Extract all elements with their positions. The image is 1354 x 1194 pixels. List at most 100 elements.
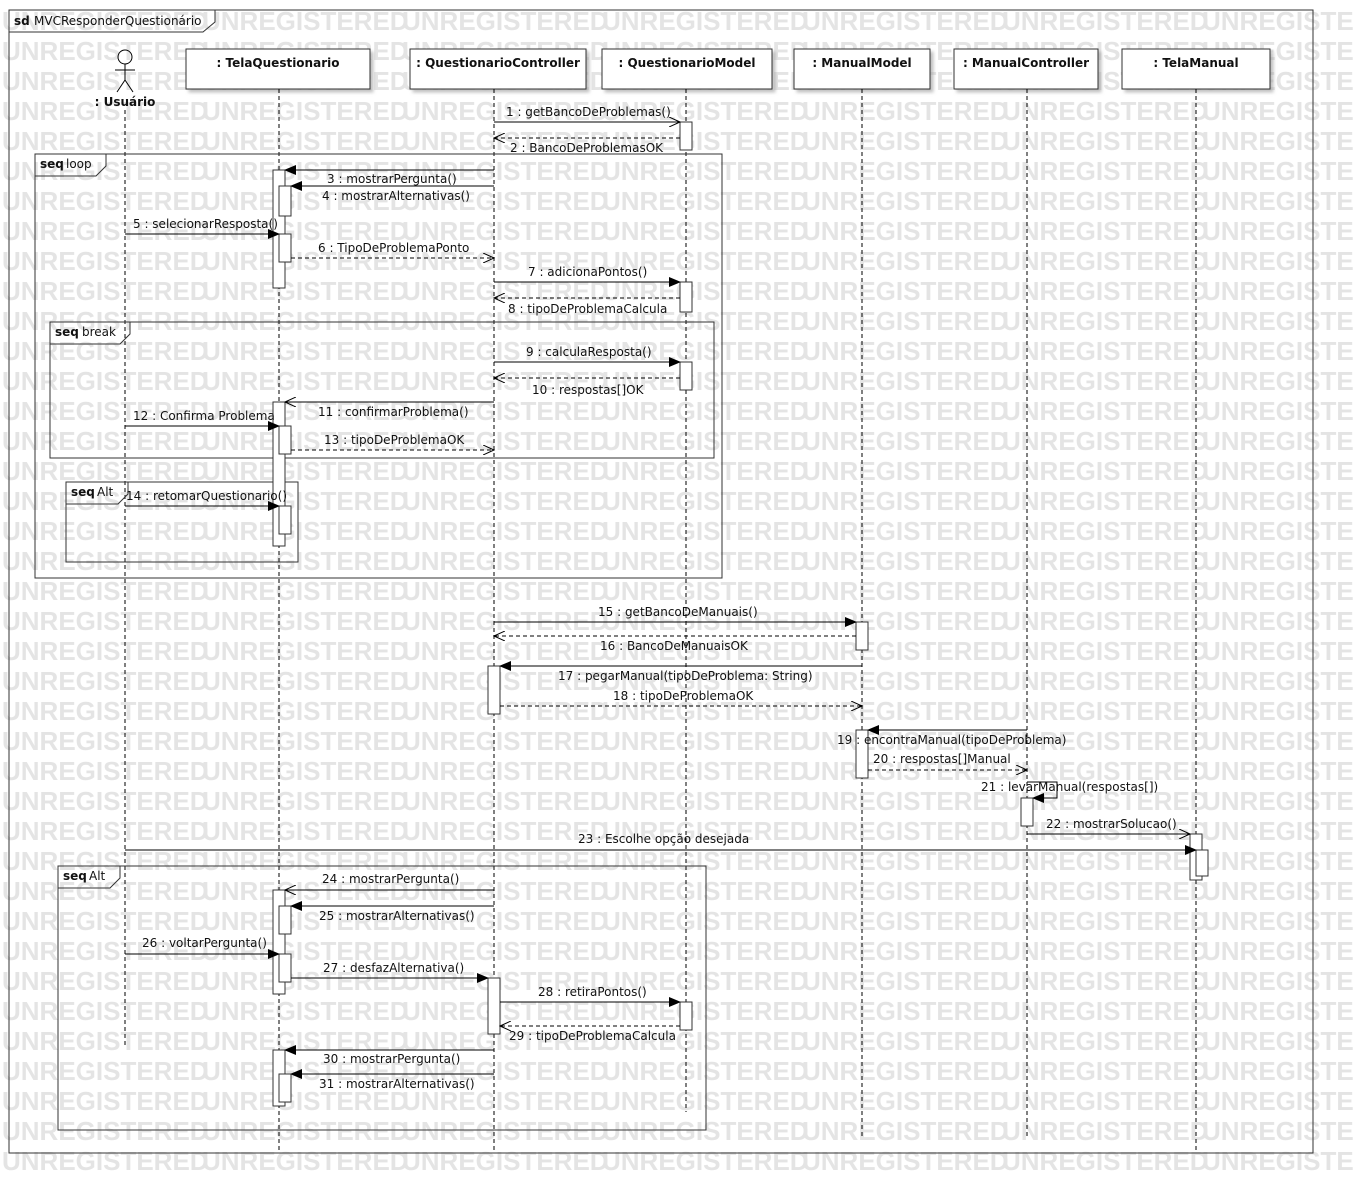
watermark-text: UNREGISTERED <box>2 846 209 876</box>
watermark-text: UNREGISTERED <box>1202 96 1354 126</box>
watermark-text: UNREGISTERED <box>402 306 609 336</box>
watermark-text: UNREGISTERED <box>602 816 809 846</box>
message-30: 30 : mostrarPergunta() <box>284 1045 494 1066</box>
message-label: 31 : mostrarAlternativas() <box>319 1077 475 1091</box>
activation-bar <box>278 185 292 217</box>
watermark-text: UNREGISTERED <box>602 786 809 816</box>
lifeline-questionario-controller[interactable]: : QuestionarioController <box>409 48 587 1150</box>
watermark-text: UNREGISTERED <box>202 606 409 636</box>
watermark-text: UNREGISTERED <box>602 876 809 906</box>
activation-bar <box>278 953 292 983</box>
frame-name: MVCResponderQuestionário <box>34 14 202 28</box>
lifeline-manual-controller[interactable]: : ManualController <box>953 48 1099 1138</box>
activation-bar <box>278 1073 292 1103</box>
watermark-text: UNREGISTERED <box>202 276 409 306</box>
message-label: 6 : TipoDeProblemaPonto <box>318 241 469 255</box>
watermark-text: UNREGISTERED <box>402 276 609 306</box>
watermark-text: UNREGISTERED <box>802 186 1009 216</box>
lifeline-tela-questionario[interactable]: : TelaQuestionario <box>185 48 371 1150</box>
lifeline-questionario-model[interactable]: : QuestionarioModel <box>601 48 773 1112</box>
watermark-text: UNREGISTERED <box>202 576 409 606</box>
fragment-keyword: seq <box>63 869 87 883</box>
watermark-text: UNREGISTERED <box>1202 726 1354 756</box>
watermark-text: UNREGISTERED <box>1002 366 1209 396</box>
watermark-text: UNREGISTERED <box>402 366 609 396</box>
watermark-text: UNREGISTERED <box>202 696 409 726</box>
lifeline-label: : ManualController <box>963 56 1089 70</box>
watermark-text: UNREGISTERED <box>2 486 209 516</box>
watermark-text: UNREGISTERED <box>202 396 409 426</box>
watermark-text: UNREGISTERED <box>1002 426 1209 456</box>
fragment-keyword: seq <box>40 157 64 171</box>
watermark-text: UNREGISTERED <box>602 996 809 1026</box>
watermark-text: UNREGISTERED <box>402 696 609 726</box>
watermark-text: UNREGISTERED <box>402 156 609 186</box>
watermark: UNREGISTEREDUNREGISTEREDUNREGISTEREDUNRE… <box>2 6 1354 1176</box>
watermark-text: UNREGISTERED <box>202 96 409 126</box>
watermark-text: UNREGISTERED <box>202 786 409 816</box>
watermark-text: UNREGISTERED <box>402 876 609 906</box>
watermark-text: UNREGISTERED <box>2 396 209 426</box>
watermark-text: UNREGISTERED <box>1002 756 1209 786</box>
watermark-text: UNREGISTERED <box>2 276 209 306</box>
watermark-text: UNREGISTERED <box>402 786 609 816</box>
message-2: 2 : BancoDeProblemasOK <box>494 138 680 155</box>
actor-usuario[interactable]: : Usuário <box>95 49 156 1048</box>
watermark-text: UNREGISTERED <box>202 876 409 906</box>
watermark-text: UNREGISTERED <box>402 666 609 696</box>
watermark-text: UNREGISTERED <box>1002 216 1209 246</box>
watermark-text: UNREGISTERED <box>2 66 209 96</box>
message-15: 15 : getBancoDeManuais() <box>494 605 857 627</box>
activation-bar <box>855 621 869 651</box>
watermark-text: UNREGISTERED <box>1002 546 1209 576</box>
watermark-text: UNREGISTERED <box>1002 666 1209 696</box>
watermark-text: UNREGISTERED <box>202 936 409 966</box>
message-26: 26 : voltarPergunta() <box>125 936 280 959</box>
watermark-text: UNREGISTERED <box>802 606 1009 636</box>
watermark-text: UNREGISTERED <box>802 486 1009 516</box>
watermark-text: UNREGISTERED <box>1202 576 1354 606</box>
watermark-text: UNREGISTERED <box>1002 606 1209 636</box>
watermark-text: UNREGISTERED <box>1202 1086 1354 1116</box>
watermark-text: UNREGISTERED <box>202 456 409 486</box>
watermark-text: UNREGISTERED <box>602 516 809 546</box>
lifeline-tela-manual[interactable]: : TelaManual <box>1121 48 1271 1150</box>
watermark-text: UNREGISTERED <box>2 816 209 846</box>
watermark-text: UNREGISTERED <box>1002 816 1209 846</box>
watermark-text: UNREGISTERED <box>2 366 209 396</box>
watermark-text: UNREGISTERED <box>602 456 809 486</box>
fragment-name: Alt <box>89 869 106 883</box>
watermark-text: UNREGISTERED <box>802 456 1009 486</box>
message-20: 20 : respostas[]Manual <box>868 752 1027 770</box>
watermark-text: UNREGISTERED <box>2 756 209 786</box>
lifeline-head <box>409 48 587 90</box>
message-16: 16 : BancoDeManuaisOK <box>494 636 856 653</box>
watermark-text: UNREGISTERED <box>402 966 609 996</box>
watermark-text: UNREGISTERED <box>402 936 609 966</box>
message-label: 28 : retiraPontos() <box>538 985 647 999</box>
watermark-text: UNREGISTERED <box>2 1056 209 1086</box>
watermark-text: UNREGISTERED <box>802 966 1009 996</box>
watermark-text: UNREGISTERED <box>202 546 409 576</box>
message-18: 18 : tipoDeProblemaOK <box>500 689 862 706</box>
message-label: 27 : desfazAlternativa() <box>323 961 464 975</box>
watermark-text: UNREGISTERED <box>2 666 209 696</box>
watermark-text: UNREGISTERED <box>1202 1146 1354 1176</box>
message-label: 23 : Escolhe opção desejada <box>578 832 749 846</box>
message-label: 16 : BancoDeManuaisOK <box>600 639 749 653</box>
message-19: 19 : encontraManual(tipoDeProblema) <box>837 725 1066 747</box>
watermark-text: UNREGISTERED <box>2 306 209 336</box>
watermark-text: UNREGISTERED <box>202 666 409 696</box>
watermark-text: UNREGISTERED <box>802 756 1009 786</box>
watermark-text: UNREGISTERED <box>2 426 209 456</box>
watermark-text: UNREGISTERED <box>602 126 809 156</box>
watermark-text: UNREGISTERED <box>1202 906 1354 936</box>
lifeline-manual-model[interactable]: : ManualModel <box>793 48 931 1138</box>
watermark-text: UNREGISTERED <box>602 6 809 36</box>
stick-figure-icon <box>115 49 135 93</box>
watermark-text: UNREGISTERED <box>202 756 409 786</box>
watermark-text: UNREGISTERED <box>802 366 1009 396</box>
message-3: 3 : mostrarPergunta() <box>284 165 494 186</box>
watermark-text: UNREGISTERED <box>2 516 209 546</box>
watermark-text: UNREGISTERED <box>202 486 409 516</box>
